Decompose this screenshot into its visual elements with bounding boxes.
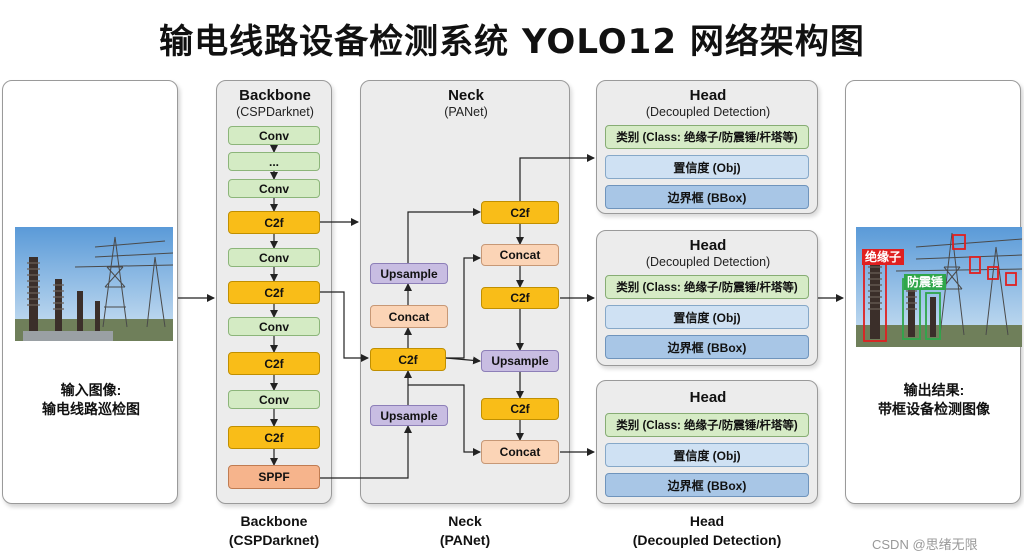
footer-neck: Neck (PANet) — [390, 512, 540, 550]
head-objectness-branch: 置信度 (Obj) — [605, 443, 809, 467]
neck-upsample-right: Upsample — [481, 350, 559, 372]
footer-neck-subtitle: (PANet) — [439, 532, 491, 548]
head-class-branch: 类别 (Class: 绝缘子/防震锤/杆塔等) — [605, 125, 809, 149]
backbone-c2f-2: C2f — [228, 281, 320, 304]
output-caption-line1: 输出结果: — [903, 382, 965, 398]
neck-subtitle: (PANet) — [444, 105, 488, 119]
output-caption: 输出结果: 带框设备检测图像 — [846, 381, 1022, 419]
footer-head-title: Head — [689, 513, 725, 529]
input-panel: 输入图像: 输电线路巡检图 — [2, 80, 178, 504]
neck-concat-top: Concat — [481, 244, 559, 266]
input-image — [15, 227, 173, 341]
backbone-conv-3: Conv — [228, 248, 320, 267]
neck-c2f-top: C2f — [481, 201, 559, 224]
backbone-c2f-3: C2f — [228, 352, 320, 375]
footer-neck-title: Neck — [448, 513, 482, 529]
footer-backbone: Backbone (CSPDarknet) — [200, 512, 348, 550]
backbone-title: Backbone — [239, 87, 311, 104]
input-caption-line2: 输电线路巡检图 — [42, 401, 140, 417]
head-bbox-branch: 边界框 (BBox) — [605, 473, 809, 497]
arrow-neck-to-head-1 — [519, 154, 595, 201]
backbone-subtitle: (CSPDarknet) — [236, 105, 314, 119]
detection-label-damper: 防震锤 — [904, 274, 947, 290]
neck-concat-left: Concat — [370, 305, 448, 328]
head-title: Head — [689, 237, 727, 254]
backbone-conv-4: Conv — [228, 317, 320, 336]
input-caption: 输入图像: 输电线路巡检图 — [3, 381, 179, 419]
output-panel: 绝缘子 防震锤 输出结果: 带框设备检测图像 — [845, 80, 1022, 504]
arrow-sppf-to-upsample — [320, 425, 412, 479]
footer-backbone-title: Backbone — [240, 513, 308, 529]
head-class-branch: 类别 (Class: 绝缘子/防震锤/杆塔等) — [605, 275, 809, 299]
neck-c2f-mid: C2f — [481, 287, 559, 309]
output-image — [856, 227, 1022, 347]
footer-head: Head (Decoupled Detection) — [596, 512, 818, 550]
backbone-conv-5: Conv — [228, 390, 320, 409]
head-subtitle: (Decoupled Detection) — [645, 255, 771, 269]
neck-c2f-left: C2f — [370, 348, 446, 371]
backbone-c2f-4: C2f — [228, 426, 320, 449]
detection-label-insulator: 绝缘子 — [862, 249, 905, 265]
head-subtitle: (Decoupled Detection) — [645, 105, 771, 119]
page-title: 输电线路设备检测系统 YOLO12 网络架构图 — [159, 22, 865, 62]
backbone-ellipsis: ... — [228, 152, 320, 171]
head-class-branch: 类别 (Class: 绝缘子/防震锤/杆塔等) — [605, 413, 809, 437]
backbone-conv-2: Conv — [228, 179, 320, 198]
neck-upsample-left-bottom: Upsample — [370, 405, 448, 426]
head-objectness-branch: 置信度 (Obj) — [605, 155, 809, 179]
footer-backbone-subtitle: (CSPDarknet) — [228, 532, 320, 548]
footer-head-subtitle: (Decoupled Detection) — [632, 532, 782, 548]
backbone-conv-1: Conv — [228, 126, 320, 145]
head-panel-3: Head 类别 (Class: 绝缘子/防震锤/杆塔等) 置信度 (Obj) 边… — [596, 380, 818, 504]
neck-title: Neck — [448, 87, 484, 104]
head-panel-1: Head (Decoupled Detection) 类别 (Class: 绝缘… — [596, 80, 818, 214]
output-caption-line2: 带框设备检测图像 — [878, 401, 990, 417]
head-title: Head — [689, 389, 727, 406]
backbone-sppf: SPPF — [228, 465, 320, 489]
neck-upsample-left-top: Upsample — [370, 263, 448, 284]
neck-c2f-lower: C2f — [481, 398, 559, 420]
head-bbox-branch: 边界框 (BBox) — [605, 185, 809, 209]
input-caption-line1: 输入图像: — [60, 382, 122, 398]
head-title: Head — [689, 87, 727, 104]
watermark: CSDN @思绪无限 — [872, 537, 978, 552]
neck-concat-bottom: Concat — [481, 440, 559, 464]
head-bbox-branch: 边界框 (BBox) — [605, 335, 809, 359]
head-objectness-branch: 置信度 (Obj) — [605, 305, 809, 329]
head-panel-2: Head (Decoupled Detection) 类别 (Class: 绝缘… — [596, 230, 818, 366]
arrow-c2f-to-neck-c2f — [320, 291, 369, 362]
backbone-c2f-1: C2f — [228, 211, 320, 234]
